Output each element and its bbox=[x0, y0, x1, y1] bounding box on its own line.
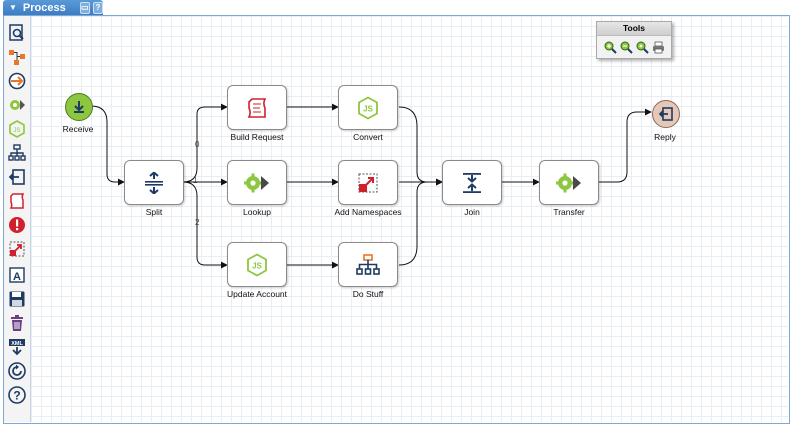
reply-icon bbox=[658, 107, 673, 121]
print-icon[interactable] bbox=[651, 40, 665, 54]
reply-node[interactable] bbox=[652, 100, 680, 128]
split-icon bbox=[145, 171, 163, 194]
wire-dostuff-join bbox=[398, 178, 443, 266]
join-node[interactable] bbox=[442, 160, 502, 205]
script-icon[interactable] bbox=[8, 192, 26, 210]
wire-transfer-reply bbox=[599, 108, 652, 183]
update-account-label: Update Account bbox=[226, 289, 288, 299]
wire-split-build bbox=[182, 103, 228, 183]
transfer-node[interactable] bbox=[539, 160, 599, 205]
script-icon bbox=[247, 97, 267, 118]
svg-text:JS: JS bbox=[363, 104, 373, 113]
branch-label-0: 0 bbox=[195, 140, 200, 149]
svg-text:XML: XML bbox=[11, 341, 23, 347]
tools-palette: Tools bbox=[596, 21, 672, 59]
join-label: Join bbox=[464, 207, 480, 217]
svg-text:JS: JS bbox=[252, 261, 262, 270]
lookup-label: Lookup bbox=[243, 207, 271, 217]
build-request-label: Build Request bbox=[230, 132, 284, 142]
wire-split-update bbox=[182, 181, 228, 269]
panel-title: Process bbox=[22, 1, 66, 14]
namespace-icon bbox=[358, 173, 378, 192]
hierarchy-icon bbox=[356, 253, 380, 275]
javascript-icon: JS bbox=[247, 252, 267, 277]
panel-help-button[interactable]: ? bbox=[92, 1, 103, 14]
split-node[interactable] bbox=[124, 160, 184, 205]
convert-label: Convert bbox=[353, 132, 383, 142]
join-icon bbox=[463, 172, 481, 193]
do-stuff-node[interactable] bbox=[338, 242, 398, 287]
collapse-icon[interactable]: ▼ bbox=[9, 3, 17, 12]
branch-label-1: 1 bbox=[193, 176, 198, 185]
process-panel-tab[interactable]: ▼ Process ▭ ? bbox=[3, 0, 103, 15]
lookup-node[interactable] bbox=[227, 160, 287, 205]
transfer-label: Transfer bbox=[553, 207, 585, 217]
wire-receive-split bbox=[90, 105, 125, 186]
tools-title: Tools bbox=[597, 22, 671, 36]
do-stuff-label: Do Stuff bbox=[352, 289, 384, 299]
save-icon[interactable] bbox=[8, 290, 26, 308]
receive-label: Receive bbox=[62, 124, 94, 134]
delete-icon[interactable] bbox=[8, 314, 26, 332]
update-account-node[interactable]: JS bbox=[227, 242, 287, 287]
refresh-icon[interactable] bbox=[8, 362, 26, 380]
javascript-icon[interactable]: JS bbox=[8, 120, 26, 138]
zoom-out-icon[interactable] bbox=[619, 40, 633, 54]
svg-text:JS: JS bbox=[13, 128, 20, 134]
palette-sidebar: JS A XML ? bbox=[4, 16, 31, 422]
split-label: Split bbox=[145, 207, 163, 217]
reply-label: Reply bbox=[654, 132, 676, 142]
javascript-icon: JS bbox=[358, 95, 378, 120]
process-panel-frame bbox=[3, 15, 790, 424]
branch-label-2: 2 bbox=[195, 218, 200, 227]
activity-gear-icon bbox=[244, 173, 269, 192]
build-request-node[interactable] bbox=[227, 85, 287, 130]
hierarchy-icon[interactable] bbox=[8, 144, 26, 162]
convert-node[interactable]: JS bbox=[338, 85, 398, 130]
svg-text:?: ? bbox=[13, 389, 20, 403]
sequence-icon[interactable] bbox=[8, 48, 26, 66]
process-canvas[interactable]: Receive Split 0 1 2 Build Request JS Con… bbox=[31, 16, 788, 422]
svg-text:A: A bbox=[13, 271, 21, 283]
activity-gear-icon[interactable] bbox=[8, 96, 26, 114]
inspect-icon[interactable] bbox=[8, 24, 26, 42]
receive-node[interactable] bbox=[65, 93, 93, 121]
add-namespaces-label: Add Namespaces bbox=[334, 207, 402, 217]
reply-icon[interactable] bbox=[8, 168, 26, 186]
router-icon[interactable] bbox=[8, 72, 26, 90]
xml-icon[interactable]: XML bbox=[8, 338, 26, 356]
zoom-reset-icon[interactable] bbox=[635, 40, 649, 54]
activity-gear-icon bbox=[556, 173, 581, 192]
connection-wires bbox=[90, 103, 652, 269]
download-icon bbox=[74, 101, 84, 113]
wire-convert-join bbox=[398, 106, 443, 186]
namespace-icon[interactable] bbox=[8, 240, 26, 258]
label-icon[interactable]: A bbox=[8, 266, 26, 284]
zoom-in-icon[interactable] bbox=[603, 40, 617, 54]
maximize-button[interactable]: ▭ bbox=[79, 1, 90, 14]
error-icon[interactable] bbox=[8, 216, 26, 234]
add-namespaces-node[interactable] bbox=[338, 160, 398, 205]
help-icon[interactable]: ? bbox=[8, 386, 26, 404]
